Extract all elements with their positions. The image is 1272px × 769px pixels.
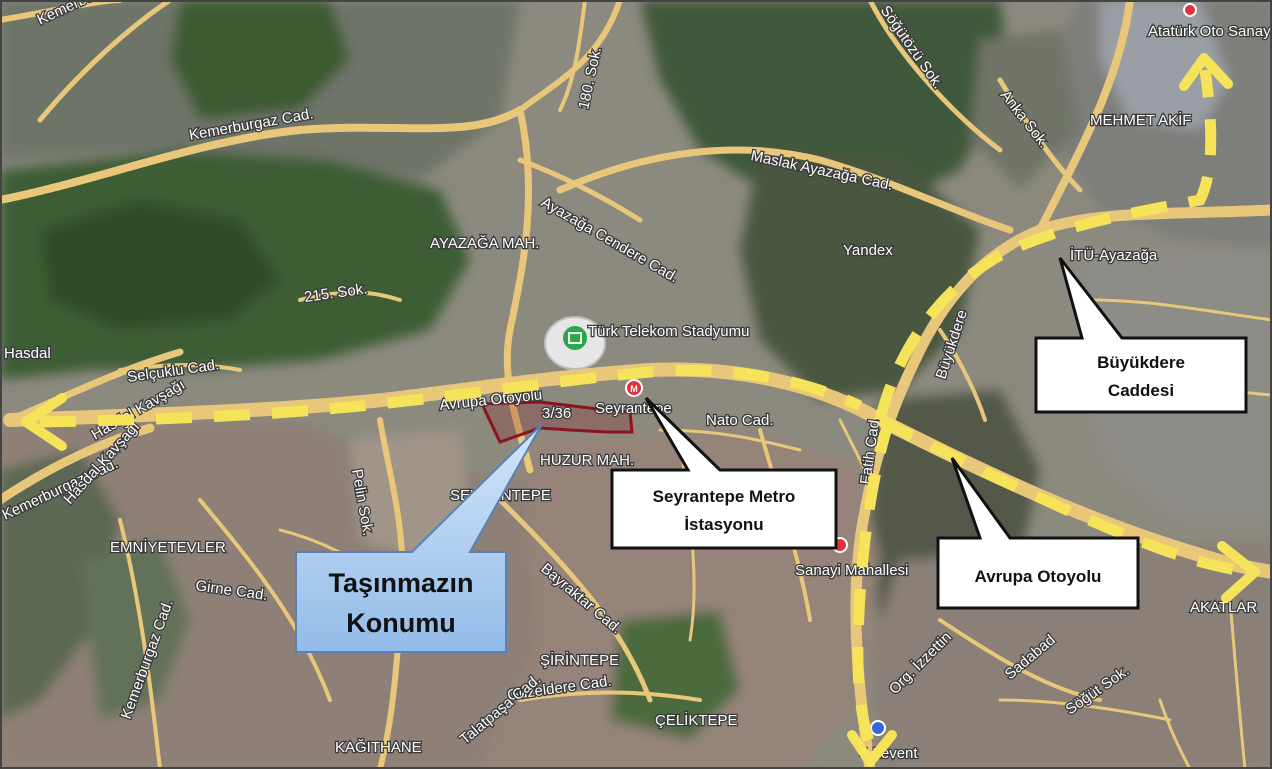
route-south <box>852 416 896 747</box>
stadium-marker[interactable] <box>544 316 606 370</box>
label-yandex: Yandex <box>843 242 893 259</box>
metro-station-marker-ataturk[interactable] <box>1183 3 1197 17</box>
arrowhead-west <box>21 393 67 451</box>
label-ataturk-oto: Atatürk Oto Sanayi <box>1148 23 1272 40</box>
callout-tasinmaz-line1: Taşınmazın <box>328 568 473 598</box>
label-hasdal-west: Hasdal <box>4 345 51 362</box>
route-arrowheads <box>21 53 1260 767</box>
callout-metro: Seyrantepe Metro İstasyonu <box>610 396 838 550</box>
label-sanayi: Sanayi Mahallesi <box>795 562 908 579</box>
callout-buyukdere-line2: Caddesi <box>1108 381 1174 400</box>
route-east <box>877 415 1251 578</box>
svg-text:M: M <box>630 384 638 394</box>
arrowhead-south <box>847 730 897 767</box>
label-sirintepe: ŞİRİNTEPE <box>540 651 619 669</box>
label-celiktepe: ÇELİKTEPE <box>655 711 738 729</box>
label-nato: Nato Cad. <box>706 412 774 429</box>
metro-station-marker-levent[interactable] <box>870 720 886 736</box>
label-mehmet-akif: MEHMET AKİF <box>1090 111 1191 129</box>
callout-avrupa: Avrupa Otoyolu <box>936 457 1140 610</box>
metro-station-marker[interactable]: M <box>625 379 643 397</box>
callout-buyukdere: Büyükdere Caddesi <box>1034 257 1248 414</box>
callout-tasinmaz-line2: Konumu <box>346 608 455 638</box>
label-stadium: Türk Telekom Stadyumu <box>588 323 749 340</box>
arrowhead-east <box>1217 541 1260 603</box>
label-kagithane: KAĞITHANE <box>335 739 422 756</box>
callout-metro-line1: Seyrantepe Metro <box>653 487 796 506</box>
callout-avrupa-text: Avrupa Otoyolu <box>975 567 1102 586</box>
property-parcel-outline[interactable] <box>479 400 634 444</box>
label-parcel-number: 3/36 <box>542 405 571 422</box>
route-west <box>39 365 863 428</box>
label-ayazaga-mah: AYAZAĞA MAH. <box>430 235 539 252</box>
route-north <box>874 69 1217 422</box>
arrowhead-north <box>1179 53 1233 91</box>
label-akatlar: AKATLAR <box>1190 599 1257 616</box>
callout-buyukdere-line1: Büyükdere <box>1097 353 1185 372</box>
label-huzur-mah: HUZUR MAH. <box>540 452 634 469</box>
callout-metro-line2: İstasyonu <box>684 515 763 534</box>
label-emniyet: EMNİYETEVLER <box>110 538 226 556</box>
callout-tasinmaz: Taşınmazın Konumu <box>295 423 543 653</box>
label-itu-ayazaga: İTÜ-Ayazağa <box>1070 246 1158 264</box>
route-overlay <box>39 69 1251 747</box>
